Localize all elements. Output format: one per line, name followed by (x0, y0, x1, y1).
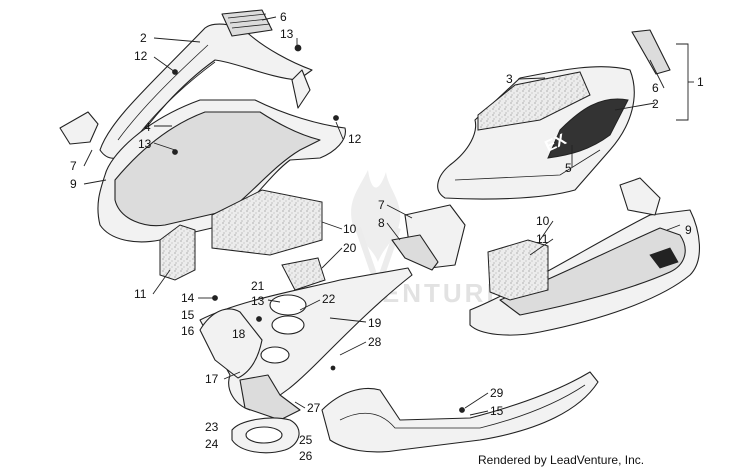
callout-10b: 10 (536, 214, 550, 228)
callout-13c: 13 (251, 294, 265, 308)
callout-13: 13 (280, 27, 294, 41)
callout-9: 9 (70, 177, 77, 191)
callout-10: 10 (343, 222, 357, 236)
lower-skid-plate (321, 371, 599, 453)
center-small-panel (391, 204, 466, 271)
callout-18: 18 (232, 327, 246, 341)
callout-9b: 9 (685, 223, 692, 237)
callout-27: 27 (307, 401, 321, 415)
callout-8: 8 (378, 216, 385, 230)
callout-17: 17 (205, 372, 219, 386)
callout-23: 23 (205, 420, 219, 434)
callout-2b: 2 (652, 97, 659, 111)
callout-2: 2 (140, 31, 147, 45)
callout-1: 1 (697, 75, 704, 89)
credit-text: Rendered by LeadVenture, Inc. (478, 453, 644, 467)
callout-3: 3 (506, 72, 513, 86)
callout-25: 25 (299, 433, 313, 447)
callout-16: 16 (181, 324, 195, 338)
callout-11b: 11 (134, 287, 147, 301)
callout-4: 4 (144, 120, 151, 134)
callout-29: 29 (490, 386, 504, 400)
callout-6: 6 (280, 10, 287, 24)
callout-11: 11 (536, 232, 549, 246)
callout-20: 20 (343, 241, 357, 255)
callout-5: 5 (565, 161, 572, 175)
callout-15b: 15 (490, 404, 504, 418)
callout-26: 26 (299, 449, 313, 463)
callout-21: 21 (251, 279, 265, 293)
callout-12b: 12 (348, 132, 362, 146)
callouts: 6 13 2 12 4 13 7 9 12 3 1 6 2 5 7 8 10 2… (70, 10, 704, 463)
callout-7b: 7 (378, 198, 385, 212)
left-hood-assembly (59, 9, 346, 281)
center-belly-pan (199, 257, 413, 454)
callout-7: 7 (70, 159, 77, 173)
right-lower-panel (469, 177, 701, 336)
leader-lines (83, 16, 681, 416)
callout-15: 15 (181, 308, 195, 322)
right-side-panel-assembly: EX (437, 29, 694, 200)
callout-13b: 13 (138, 137, 152, 151)
callout-12: 12 (134, 49, 148, 63)
callout-28: 28 (368, 335, 382, 349)
callout-24: 24 (205, 437, 219, 451)
callout-19: 19 (368, 316, 382, 330)
callout-14: 14 (181, 291, 195, 305)
callout-22: 22 (322, 292, 336, 306)
callout-6b: 6 (652, 81, 659, 95)
